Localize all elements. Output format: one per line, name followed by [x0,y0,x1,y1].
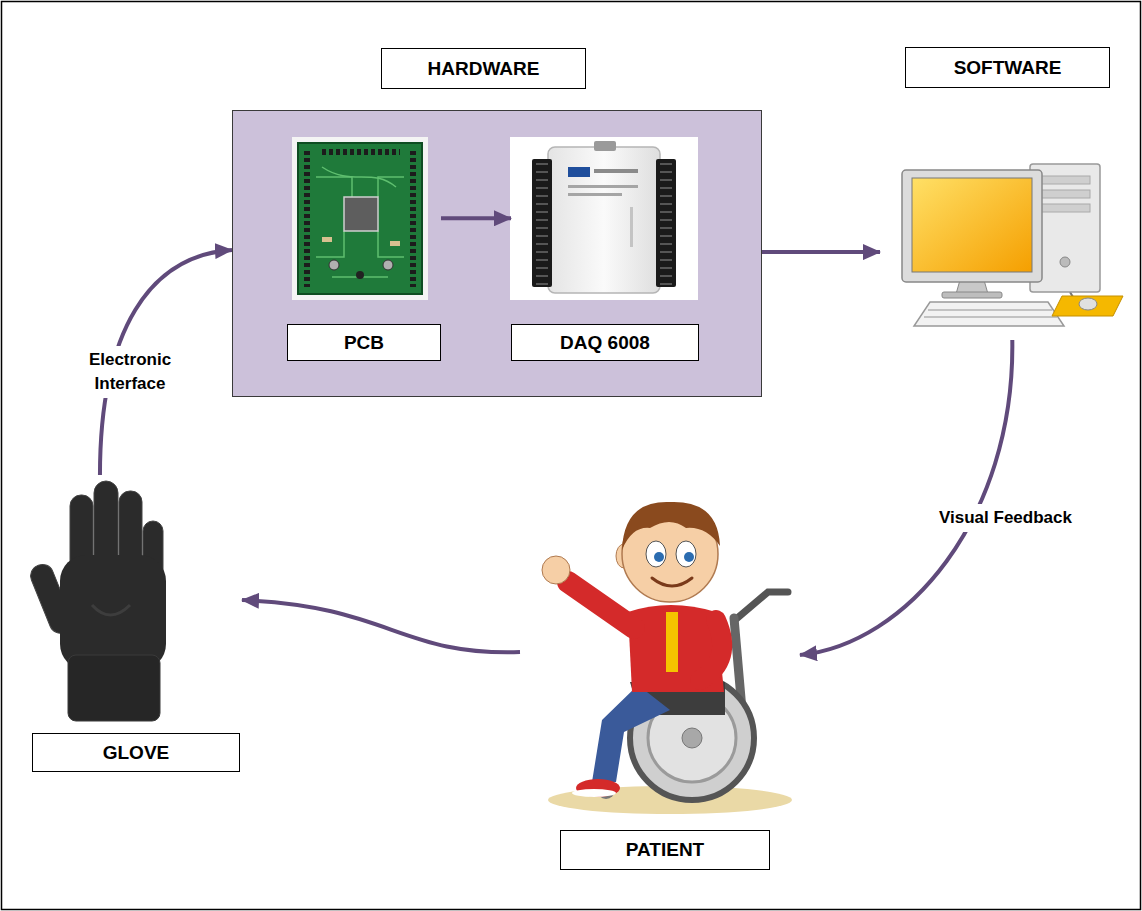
label-text: PATIENT [626,839,704,861]
pcb-illustration-part [298,143,422,294]
pcb-illustration-part [390,241,400,246]
computer-illustration-part [902,170,1042,282]
label-text: HARDWARE [428,58,540,80]
flow-arrow [441,216,511,220]
computer-illustration-part [912,178,1032,272]
computer-illustration-part [924,316,1057,318]
computer-illustration-part [914,302,1064,326]
daq-illustration-part [568,185,638,188]
pcb-illustration-part [356,271,364,279]
pcb-illustration-part [410,151,416,287]
daq-illustration-part [548,147,660,293]
computer-illustration-part [1060,257,1070,267]
section-heading: SOFTWARE [905,47,1110,88]
patient-illustration [542,502,792,814]
patient-illustration-part [542,556,570,584]
patient-illustration-part [684,552,694,562]
label-text: GLOVE [103,742,170,764]
pcb-board: PCB [287,138,441,361]
patient-illustration-part [592,685,670,782]
patient-illustration-part [654,552,664,562]
daq-device: DAQ 6008 [511,138,699,361]
daq-illustration-part [536,163,548,285]
patient-illustration-part [682,728,702,748]
daq-illustration-part [532,159,552,287]
software-computer: SOFTWARE [880,47,1125,340]
hardware-panel: HARDWAREPCBDAQ 6008 [232,110,762,397]
glove-illustration-part [60,555,166,670]
label-text: PCB [344,332,384,354]
label-text: SOFTWARE [954,57,1062,79]
patient-illustration-part [568,582,634,628]
pcb-illustration-part [322,149,400,155]
daq-illustration-part [660,163,672,285]
patient-illustration-part [628,605,724,692]
computer-illustration-part [942,292,1002,298]
glove-device: GLOVE [30,475,242,775]
pcb-illustration-part [316,177,404,277]
part-label: PCB [287,324,441,361]
glove-illustration-part [68,655,160,721]
daq-illustration-part [568,193,622,196]
patient-illustration-part [666,612,678,672]
pcb-illustration-part [329,260,339,270]
section-heading: HARDWARE [381,48,586,89]
patient-illustration-part [572,789,616,797]
glove-illustration [27,481,166,721]
part-label: GLOVE [32,733,240,772]
pcb-illustration [292,137,428,300]
hardware-panel-fill [232,110,762,397]
patient-illustration-part [622,502,720,550]
part-label: PATIENT [560,830,770,870]
flow-arrow [762,250,880,254]
patient-figure: PATIENT [520,470,800,872]
daq-illustration-part [594,141,616,151]
edge-label: Electronic Interface [74,346,186,398]
patient-illustration-part [700,620,722,680]
patient-illustration-part [676,541,696,567]
flow-arrow [800,340,1012,655]
pcb-illustration-part [292,137,428,300]
computer-illustration-part [1040,176,1090,184]
daq-illustration-part [656,159,676,287]
computer-illustration [902,164,1123,326]
edge-label: Visual Feedback [935,504,1076,532]
computer-illustration-part [1040,204,1090,212]
patient-illustration-part [652,578,692,586]
daq-illustration-part [594,169,638,173]
glove-illustration-part [92,605,130,615]
pcb-illustration-part [322,167,396,187]
label-text: DAQ 6008 [560,332,650,354]
computer-illustration-part [1040,190,1090,198]
patient-illustration-part [735,592,788,620]
daq-illustration-part [510,137,698,300]
computer-illustration-part [928,309,1052,311]
pcb-illustration-part [322,237,332,242]
pcb-illustration-part [344,197,378,231]
computer-illustration-part [1052,296,1123,316]
computer-illustration-part [1079,298,1097,310]
daq-illustration [510,137,698,300]
part-label: DAQ 6008 [511,324,699,361]
pcb-illustration-part [304,151,310,287]
patient-illustration-part [646,541,666,567]
pcb-illustration-part [383,260,393,270]
daq-illustration-part [568,167,590,177]
flow-arrow [242,600,520,652]
daq-illustration-part [630,207,633,247]
